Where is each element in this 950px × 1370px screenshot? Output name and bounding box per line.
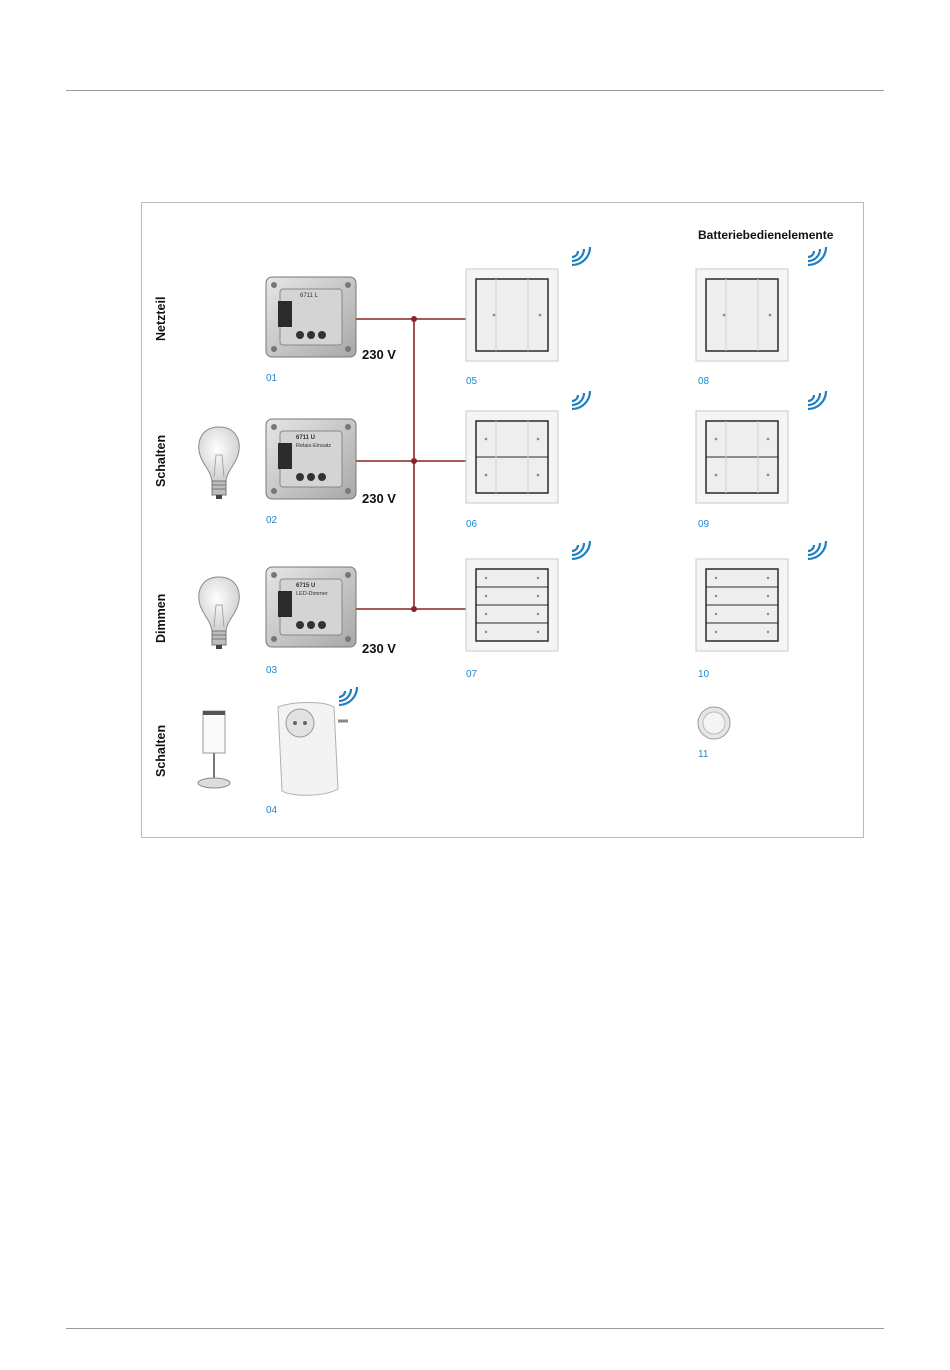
device-number: 06 [466,519,478,530]
battery-icon [698,707,730,739]
switch-plate-06 [466,411,558,503]
lamp-icon [198,711,230,788]
wiring-lines [356,319,470,609]
voltage-label-02: 230 V [362,491,396,506]
wireless-signal-icon [572,541,590,559]
switch-plate-05 [466,269,558,361]
svg-text:6715 U: 6715 U [296,583,315,589]
device-number: 02 [266,515,278,526]
device-number: 03 [266,665,278,676]
wireless-signal-icon [808,391,826,409]
power-supply-insert: 6711 L [266,277,356,357]
row-label-netzteil: Netzteil [154,297,168,341]
row-label-schalten-plug: Schalten [154,725,168,777]
light-bulb-icon [199,427,239,499]
switch-plate-08 [696,269,788,361]
plug-adapter-icon [278,703,348,796]
wireless-signal-icon [808,541,826,559]
relay-insert: 6711 U Relais-Einsatz [266,419,356,499]
switch-plate-10 [696,559,788,651]
top-rule [66,90,884,91]
device-number: 09 [698,519,710,530]
wireless-signal-icon [572,391,590,409]
voltage-label-03: 230 V [362,641,396,656]
diagram-frame: Batteriebedienelemente Netzteil Schalten… [141,202,864,838]
wireless-signal-icon [339,687,357,705]
device-number: 04 [266,805,278,816]
device-number: 10 [698,669,710,680]
wireless-signal-icon [572,247,590,265]
device-number: 05 [466,376,478,387]
switch-plate-07 [466,559,558,651]
battery-controls-heading: Batteriebedienelemente [698,228,834,242]
voltage-label-01: 230 V [362,347,396,362]
device-number: 11 [698,749,709,760]
row-label-schalten: Schalten [154,435,168,487]
switch-plate-09 [696,411,788,503]
light-bulb-icon [199,577,239,649]
svg-text:6711 U: 6711 U [296,435,315,441]
wireless-signal-icon [808,247,826,265]
led-dimmer-insert: 6715 U LED-Dimmer [266,567,356,647]
device-number: 07 [466,669,478,680]
bottom-rule [66,1328,884,1329]
svg-text:LED-Dimmer: LED-Dimmer [296,591,328,597]
svg-text:6711 L: 6711 L [300,293,319,299]
wiring-diagram: Batteriebedienelemente Netzteil Schalten… [142,203,863,837]
row-label-dimmen: Dimmen [154,594,168,643]
device-number: 01 [266,373,278,384]
svg-text:Relais-Einsatz: Relais-Einsatz [296,443,331,449]
device-number: 08 [698,376,710,387]
